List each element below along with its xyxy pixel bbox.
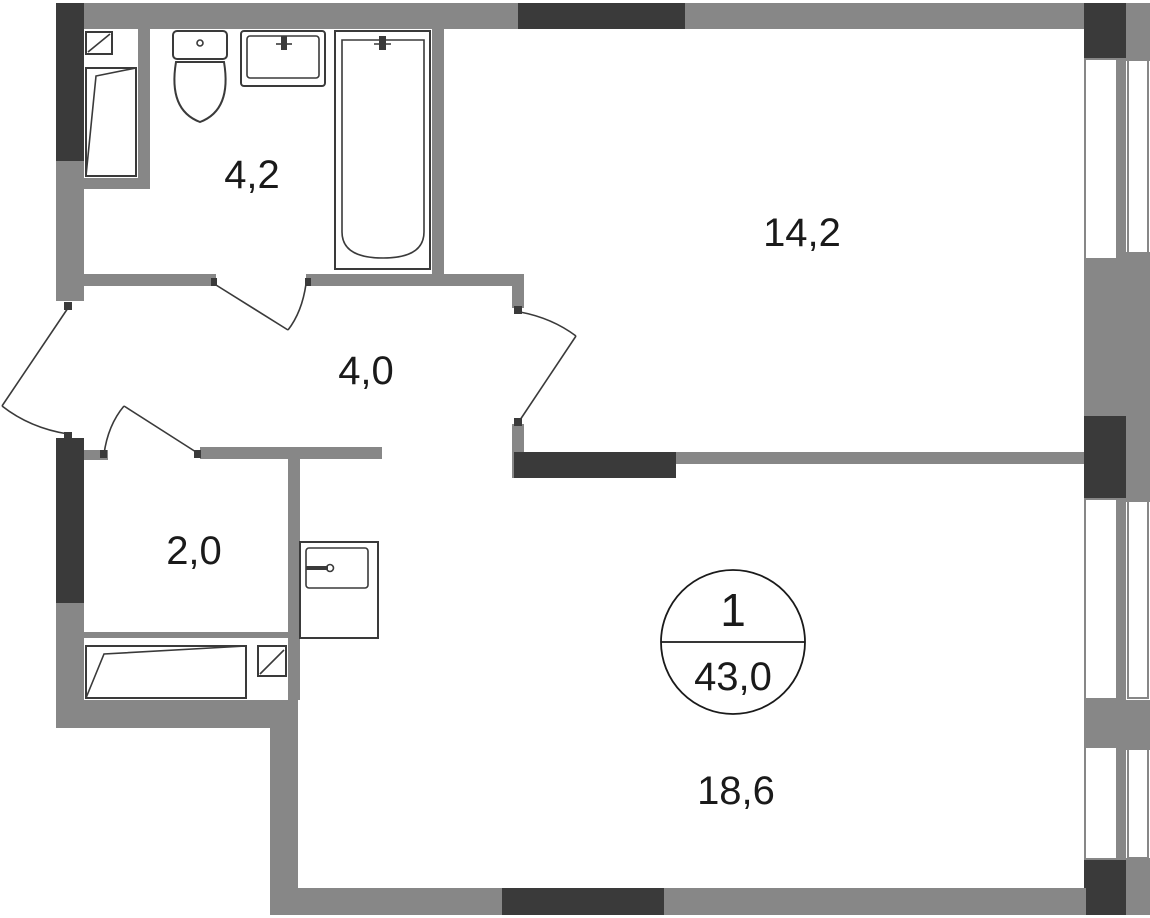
duct-box-line (85, 67, 137, 177)
door-jamb (100, 450, 107, 458)
right-edge (1126, 858, 1150, 915)
shaft-wall (138, 29, 150, 189)
bedroom-door (514, 306, 577, 426)
closet-area-label: 2,0 (166, 529, 222, 573)
door-jamb (194, 450, 201, 458)
bathroom-sink (240, 30, 326, 87)
meter-box-line (87, 33, 111, 53)
window-frame (1127, 747, 1149, 859)
window-frame (1127, 59, 1149, 259)
door-jamb (514, 306, 522, 314)
bathtub-faucet (379, 36, 386, 50)
left-wall-upper-dark (56, 3, 84, 161)
closet-top-wall (84, 450, 108, 460)
door-leaf (215, 284, 289, 331)
bathroom-fixtures (85, 30, 431, 270)
bottom-wall-window (502, 888, 664, 915)
room-labels: 4,2 4,0 2,0 14,2 18,6 (166, 153, 841, 813)
window-frame (1127, 499, 1149, 699)
door-jamb (211, 278, 217, 286)
living-kitchen-area-label: 18,6 (697, 769, 775, 813)
hall-partition-stub (512, 274, 524, 308)
kitchen-counter (299, 541, 379, 639)
bathroom-right-wall (432, 29, 444, 286)
bathroom-bottom-wall-left (84, 274, 216, 286)
door-leaf (1, 307, 69, 407)
toilet-button (196, 39, 204, 47)
kitchen-sink (299, 541, 379, 639)
bathtub-outer (334, 30, 431, 270)
right-edge (1126, 700, 1150, 750)
right-edge (1126, 3, 1150, 61)
closet-shelf-line (85, 645, 247, 699)
door-leaf (123, 405, 197, 453)
bathroom-area-label: 4,2 (224, 153, 280, 197)
door-jamb (64, 432, 72, 440)
step-wall-vertical (270, 700, 298, 915)
closet-shelf-wall (84, 632, 288, 638)
step-wall-horizontal (56, 700, 298, 728)
right-wall-gap (1086, 748, 1116, 858)
closet-top-wall (200, 447, 382, 459)
closet-door (100, 405, 201, 458)
left-wall-lower-dark (56, 438, 84, 603)
door-jamb (514, 418, 522, 426)
bedroom-bottom-wall-dark (514, 452, 676, 478)
closet-box-line (259, 649, 285, 675)
closet-shelf (85, 645, 247, 699)
closet-right-wall (288, 459, 300, 700)
sink-faucet (281, 36, 287, 50)
right-edge (1126, 252, 1150, 502)
right-wall-block (1084, 860, 1126, 915)
badge-rooms-count: 1 (720, 584, 746, 636)
hallway-area-label: 4,0 (338, 349, 394, 393)
bathroom-bottom-wall-right (306, 274, 524, 286)
badge-total-area: 43,0 (694, 655, 772, 699)
door-jamb (305, 278, 311, 286)
toilet-bowl (173, 61, 227, 124)
apartment-badge: 1 43,0 (660, 569, 806, 715)
bathtub-inner (341, 39, 425, 259)
bathtub (334, 30, 431, 270)
shaft-bottom (84, 178, 150, 189)
bedroom-bottom-wall (676, 452, 1084, 464)
closet-fixtures (85, 645, 287, 699)
top-wall-window (518, 3, 685, 29)
bedroom-area-label: 14,2 (763, 211, 841, 255)
door-jamb (64, 302, 72, 310)
right-wall-gap (1086, 60, 1116, 258)
door-arc (519, 311, 577, 337)
doors (1, 278, 577, 458)
door-arc (287, 283, 307, 331)
toilet-tank (172, 30, 228, 60)
entrance-door (1, 302, 72, 440)
sink-counter (240, 30, 326, 87)
duct-box (85, 67, 137, 177)
door-leaf (519, 335, 577, 421)
toilet (172, 30, 228, 124)
bottom-wall (270, 888, 1086, 915)
right-wall-gap (1086, 500, 1116, 698)
walls (56, 3, 1150, 915)
door-arc (1, 405, 69, 435)
right-wall-block (1084, 416, 1126, 498)
bathroom-door (211, 278, 311, 331)
door-arc (103, 405, 125, 455)
right-wall-block (1084, 3, 1126, 58)
